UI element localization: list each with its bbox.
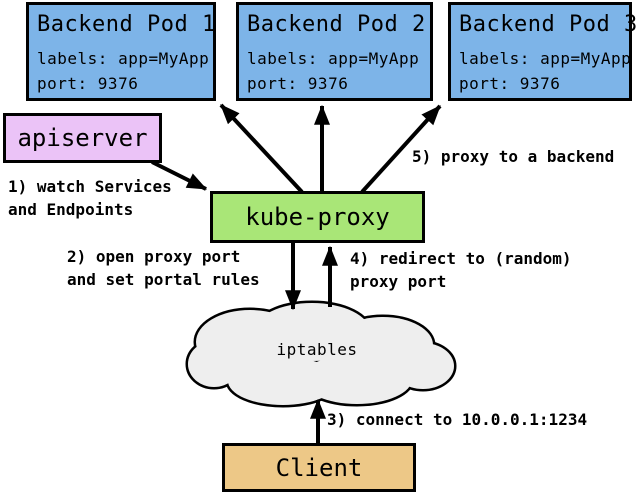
annotation-step5: 5) proxy to a backend (412, 145, 614, 168)
annotation-step1: 1) watch Services and Endpoints (8, 175, 172, 221)
arrow-proxy-to-pod3 (360, 104, 442, 194)
backend-pod-1-box: Backend Pod 1 labels: app=MyApp port: 93… (26, 2, 216, 101)
pod-port: port: 9376 (247, 74, 349, 93)
annotation-step1-line2: and Endpoints (8, 200, 134, 219)
pod-port: port: 9376 (459, 74, 561, 93)
pod-title: Backend Pod 2 (247, 12, 426, 37)
annotation-step3-line1: 3) connect to 10.0.0.1:1234 (327, 410, 588, 429)
annotation-step2-line2: and set portal rules (67, 270, 260, 289)
kube-proxy-label: kube-proxy (245, 203, 390, 231)
pod-labels: labels: app=MyApp (459, 49, 632, 68)
backend-pod-3-box: Backend Pod 3 labels: app=MyApp port: 93… (448, 2, 638, 101)
annotation-step3: 3) connect to 10.0.0.1:1234 (327, 408, 587, 431)
iptables-label: iptables (276, 340, 358, 359)
client-label: Client (275, 453, 363, 482)
annotation-step4: 4) redirect to (random) proxy port (350, 247, 572, 293)
annotation-step1-line1: 1) watch Services (8, 177, 172, 196)
apiserver-box: apiserver (3, 113, 162, 163)
pod-port: port: 9376 (37, 74, 139, 93)
client-box: Client (222, 443, 416, 492)
kube-proxy-box: kube-proxy (210, 191, 425, 243)
annotation-step2: 2) open proxy port and set portal rules (67, 245, 260, 291)
pod-labels: labels: app=MyApp (247, 49, 420, 68)
annotation-step2-line1: 2) open proxy port (67, 247, 241, 266)
pod-title: Backend Pod 3 (459, 12, 638, 37)
annotation-step4-line2: proxy port (350, 272, 447, 291)
arrow-watch-services (151, 160, 208, 191)
backend-pod-2-box: Backend Pod 2 labels: app=MyApp port: 93… (236, 2, 433, 101)
pod-labels: labels: app=MyApp (37, 49, 210, 68)
pod-title: Backend Pod 1 (37, 12, 216, 37)
arrow-proxy-to-pod1 (219, 103, 304, 194)
annotation-step4-line1: 4) redirect to (random) (350, 249, 572, 268)
annotation-step5-line1: 5) proxy to a backend (412, 147, 615, 166)
apiserver-label: apiserver (17, 124, 148, 152)
